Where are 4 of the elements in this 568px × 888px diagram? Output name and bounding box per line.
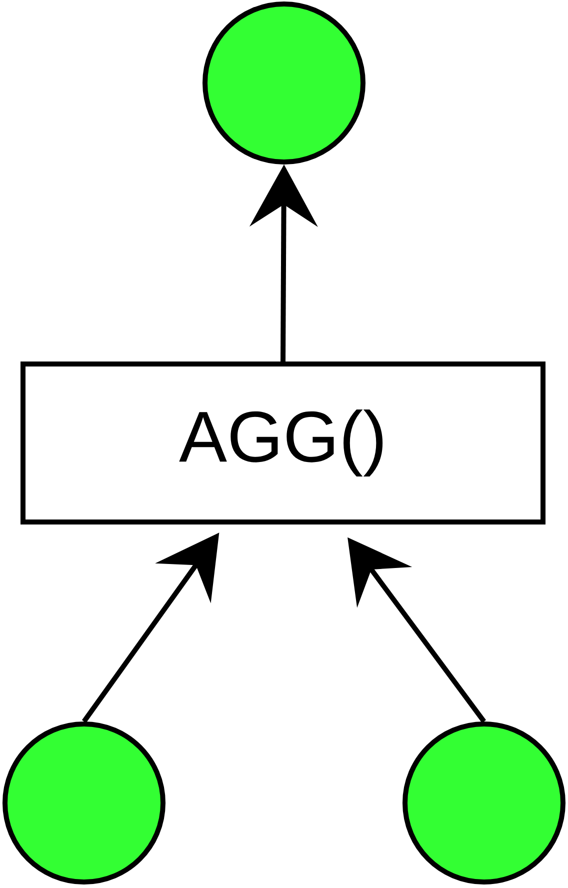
circle [402,722,566,884]
circle [202,2,366,164]
circle [2,722,166,884]
process-box: AGG() [20,362,546,524]
